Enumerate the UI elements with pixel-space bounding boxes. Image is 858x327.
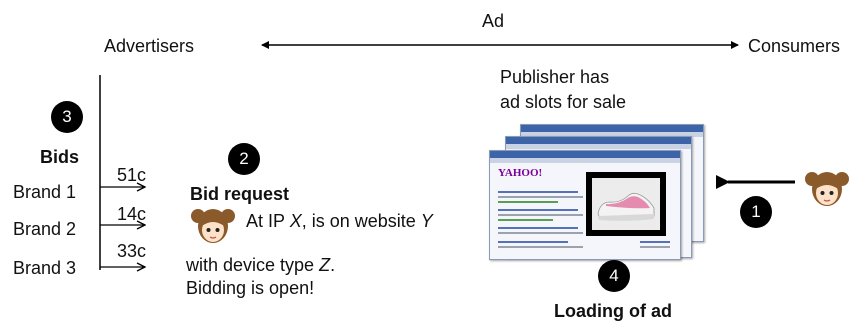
bid-price-2: 14c — [117, 204, 147, 224]
bid-price-3: 33c — [117, 241, 147, 261]
step-3-badge: 3 — [51, 101, 83, 133]
brand-3-label: Brand 3 — [13, 258, 77, 278]
bid-request-line-3: Bidding is open! — [186, 278, 315, 298]
publisher-line-2: ad slots for sale — [500, 92, 627, 112]
consumer-avatar-icon — [805, 172, 849, 206]
shoe-icon — [597, 192, 655, 221]
bids-heading: Bids — [40, 147, 80, 167]
consumers-label: Consumers — [748, 36, 841, 56]
step-4-badge: 4 — [598, 260, 630, 292]
publisher-line-1: Publisher has — [500, 67, 610, 87]
brand-1-label: Brand 1 — [13, 182, 77, 202]
step-1-badge: 1 — [740, 196, 772, 228]
loading-of-ad-label: Loading of ad — [554, 301, 672, 321]
advertisers-label: Advertisers — [104, 36, 195, 56]
brand-2-label: Brand 2 — [13, 219, 77, 239]
ad-image — [592, 178, 660, 230]
bid-request-line-2: with device type Z. — [186, 255, 336, 275]
step-2-badge: 2 — [228, 143, 260, 175]
consumer-avatar-icon — [191, 209, 235, 243]
bid-request-line-1: At IP X, is on website Y — [246, 211, 433, 231]
ad-image-frame — [586, 172, 666, 236]
bid-request-heading: Bid request — [190, 184, 290, 204]
ad-label: Ad — [482, 11, 505, 31]
yahoo-logo: YAHOO! — [498, 167, 543, 179]
bid-price-1: 51c — [117, 165, 147, 185]
